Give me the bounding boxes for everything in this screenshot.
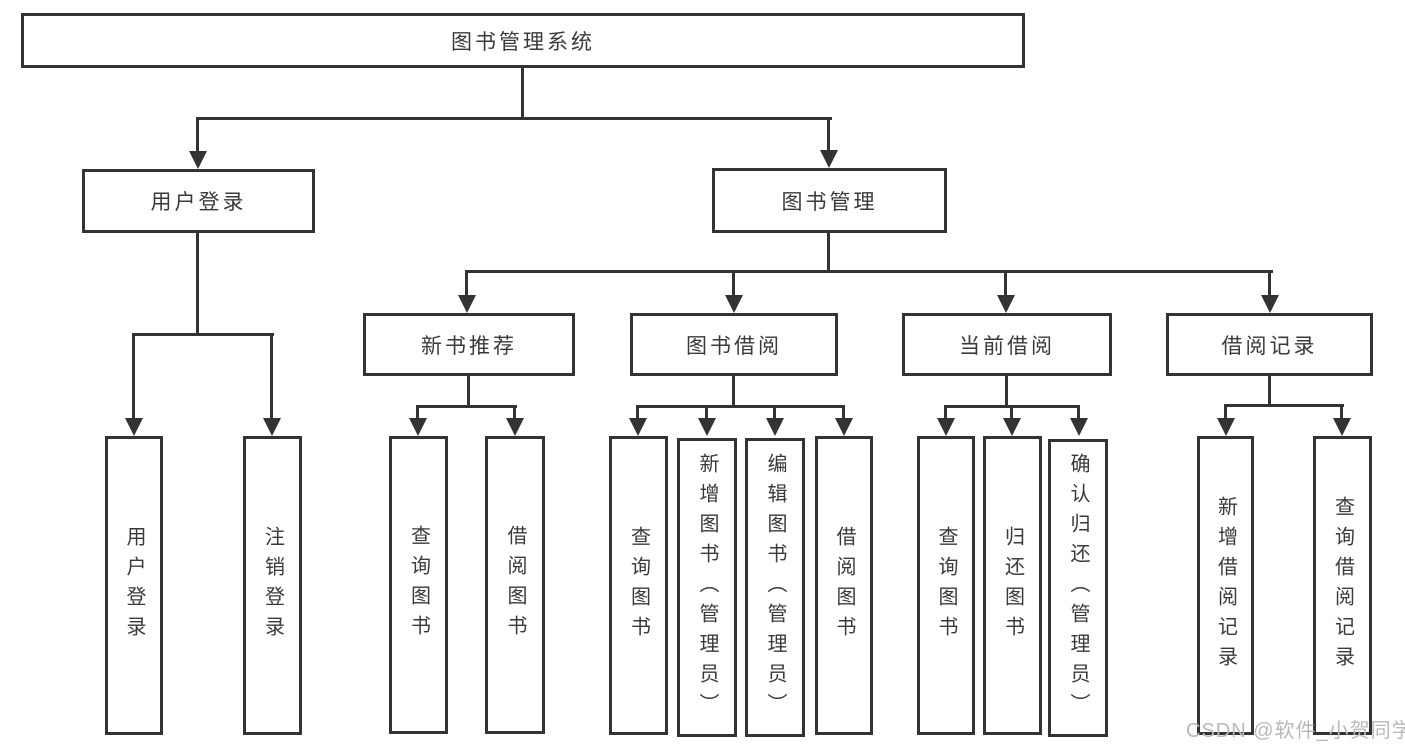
arrow-down-icon xyxy=(458,295,476,313)
node-borrowing-records: 借阅记录 xyxy=(1166,313,1373,376)
arrow-down-icon xyxy=(263,418,281,436)
connector-line xyxy=(465,270,1273,273)
leaf-query-books-borrowing: 查询图书 xyxy=(609,436,668,735)
connector-line xyxy=(270,333,273,419)
node-library-management-system: 图书管理系统 xyxy=(21,13,1025,68)
connector-line xyxy=(196,231,199,335)
connector-line xyxy=(636,405,639,420)
connector-line xyxy=(513,405,516,420)
node-book-borrowing: 图书借阅 xyxy=(630,313,838,376)
leaf-borrow-books-borrowing: 借阅图书 xyxy=(815,436,873,735)
arrow-down-icon xyxy=(1217,418,1235,436)
connector-line xyxy=(1268,374,1271,407)
csdn-watermark: CSDN @软件_小贺同学 xyxy=(1186,720,1405,742)
connector-line xyxy=(1224,404,1344,407)
connector-line xyxy=(827,117,830,152)
connector-line xyxy=(773,405,776,420)
node-user-login: 用户登录 xyxy=(82,169,315,233)
node-current-borrowing: 当前借阅 xyxy=(902,313,1112,376)
connector-line xyxy=(1224,404,1227,420)
arrow-down-icon xyxy=(820,150,838,168)
arrow-down-icon xyxy=(409,418,427,436)
arrow-down-icon xyxy=(698,418,716,436)
leaf-return-books: 归还图书 xyxy=(983,436,1042,735)
leaf-label: 归还图书 xyxy=(1001,525,1024,646)
connector-line xyxy=(465,270,468,296)
arrow-down-icon xyxy=(937,418,955,436)
leaf-label: 编辑图书（管理员） xyxy=(764,452,786,723)
connector-line xyxy=(1077,405,1080,420)
leaf-user-login: 用户登录 xyxy=(105,436,163,735)
connector-line xyxy=(196,117,199,153)
leaf-label: 查询图书 xyxy=(935,525,957,646)
connector-line xyxy=(944,405,947,420)
arrow-down-icon xyxy=(725,295,743,313)
arrow-down-icon xyxy=(125,418,143,436)
arrow-down-icon xyxy=(1261,295,1279,313)
leaf-label: 新增图书（管理员） xyxy=(696,452,718,723)
connector-line xyxy=(1268,270,1271,296)
arrow-down-icon xyxy=(506,418,524,436)
leaf-label: 借阅图书 xyxy=(833,525,855,646)
connector-line xyxy=(705,405,708,420)
connector-line xyxy=(416,405,517,408)
leaf-borrow-books-recommend: 借阅图书 xyxy=(485,436,545,734)
leaf-label: 查询图书 xyxy=(627,525,650,646)
arrow-down-icon xyxy=(835,418,853,436)
connector-line xyxy=(842,405,845,420)
connector-line xyxy=(827,231,830,273)
leaf-add-borrow-record: 新增借阅记录 xyxy=(1197,436,1254,735)
arrow-down-icon xyxy=(629,418,647,436)
node-new-book-recommendation: 新书推荐 xyxy=(363,313,575,376)
connector-line xyxy=(1340,404,1343,420)
connector-line xyxy=(636,405,845,408)
connector-line xyxy=(1005,374,1008,408)
connector-line xyxy=(521,66,524,119)
leaf-add-book-admin: 新增图书（管理员） xyxy=(677,438,737,737)
leaf-label: 确认归还（管理员） xyxy=(1067,453,1089,723)
leaf-label: 查询图书 xyxy=(407,525,430,645)
arrow-down-icon xyxy=(1070,418,1088,436)
arrow-down-icon xyxy=(189,151,207,169)
connector-line xyxy=(732,270,735,296)
node-book-management: 图书管理 xyxy=(712,168,947,233)
arrow-down-icon xyxy=(1333,418,1351,436)
connector-line xyxy=(416,405,419,420)
leaf-label: 借阅图书 xyxy=(504,525,526,645)
leaf-logout: 注销登录 xyxy=(243,436,302,735)
connector-line xyxy=(732,374,735,408)
leaf-label: 查询借阅记录 xyxy=(1331,495,1354,676)
connector-line xyxy=(132,333,135,419)
connector-line xyxy=(1010,405,1013,420)
leaf-label: 用户登录 xyxy=(123,525,145,646)
connector-line xyxy=(132,333,274,336)
connector-line xyxy=(1004,270,1007,296)
connector-line xyxy=(467,374,470,408)
leaf-query-books-recommend: 查询图书 xyxy=(389,436,448,734)
arrow-down-icon xyxy=(1003,418,1021,436)
arrow-down-icon xyxy=(997,295,1015,313)
connector-line xyxy=(196,117,832,120)
leaf-label: 注销登录 xyxy=(261,525,284,646)
leaf-query-books-current: 查询图书 xyxy=(917,436,975,735)
arrow-down-icon xyxy=(766,418,784,436)
leaf-label: 新增借阅记录 xyxy=(1214,495,1237,676)
leaf-confirm-return-admin: 确认归还（管理员） xyxy=(1048,439,1108,737)
leaf-edit-book-admin: 编辑图书（管理员） xyxy=(745,438,805,737)
leaf-query-borrow-record: 查询借阅记录 xyxy=(1313,436,1372,735)
